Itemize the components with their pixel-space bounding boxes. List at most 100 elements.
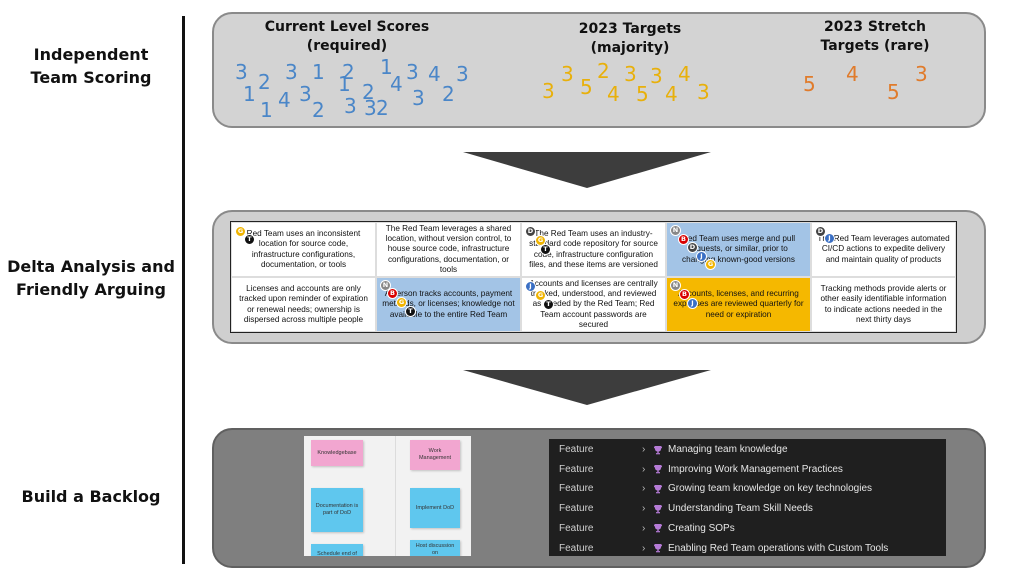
score-number: 3 xyxy=(364,96,377,120)
score-number: 4 xyxy=(390,72,403,96)
chevron-right-icon[interactable]: › xyxy=(642,522,646,534)
down-arrow-1 xyxy=(463,152,711,188)
voter-avatar: T xyxy=(244,234,255,245)
voter-avatar: G xyxy=(235,226,246,237)
score-number: 4 xyxy=(678,62,691,86)
maturity-cell-text: Tracking methods provide alerts or other… xyxy=(820,284,947,324)
feature-row[interactable]: Feature › Managing team knowledge xyxy=(549,440,946,459)
voter-avatar: J xyxy=(525,281,536,292)
voter-avatar: J xyxy=(696,251,707,262)
score-number: 3 xyxy=(299,82,312,106)
chevron-right-icon[interactable]: › xyxy=(642,463,646,475)
voter-avatar: B xyxy=(387,288,398,299)
score-number: 3 xyxy=(235,60,248,84)
sticky-note: Knowledgebase xyxy=(311,440,363,466)
score-number: 3 xyxy=(412,86,425,110)
chevron-right-icon[interactable]: › xyxy=(642,542,646,554)
voter-avatar: B xyxy=(679,289,690,300)
maturity-cell-text: A person tracks accounts, payment method… xyxy=(382,289,515,319)
feature-list: Feature › Managing team knowledge Featur… xyxy=(549,439,946,556)
maturity-cell: Accounts, licenses, and recurring expens… xyxy=(666,277,811,332)
voter-avatar: N xyxy=(670,280,681,291)
score-number: 4 xyxy=(278,88,291,112)
score-number: 3 xyxy=(697,80,710,104)
feature-title[interactable]: Improving Work Management Practices xyxy=(668,463,843,475)
score-number: 2 xyxy=(362,80,375,104)
voter-avatar: T xyxy=(543,299,554,310)
sticky-note: Schedule end of xyxy=(311,544,363,556)
maturity-table: Red Team uses an inconsistent location f… xyxy=(230,221,957,333)
chevron-right-icon[interactable]: › xyxy=(642,483,646,495)
maturity-cell: The Red Team leverages a shared location… xyxy=(376,222,521,277)
score-number: 2 xyxy=(342,60,355,84)
column-heading-current: Current Level Scores (required) xyxy=(264,19,430,54)
feature-title[interactable]: Understanding Team Skill Needs xyxy=(668,503,813,515)
sticky-note: Work Management xyxy=(410,440,460,470)
trophy-icon xyxy=(654,445,662,454)
score-number: 5 xyxy=(580,75,593,99)
chevron-right-icon[interactable]: › xyxy=(642,503,646,515)
score-number: 3 xyxy=(285,60,298,84)
voter-avatar: J xyxy=(824,233,835,244)
score-number: 3 xyxy=(542,79,555,103)
feature-type: Feature xyxy=(559,522,594,534)
feature-row[interactable]: Feature › Creating SOPs xyxy=(549,519,946,538)
maturity-cell-text: Accounts and licenses are centrally trac… xyxy=(529,279,658,329)
timeline-divider xyxy=(182,16,185,564)
voter-avatar: G xyxy=(535,290,546,301)
stage-label-backlog: Build a Backlog xyxy=(21,487,161,506)
maturity-cell-text: The Red Team leverages automated CI/CD a… xyxy=(817,234,950,264)
maturity-cell: Licenses and accounts are only tracked u… xyxy=(231,277,376,332)
maturity-cell-text: Red Team uses merge and pull requests, o… xyxy=(681,234,796,264)
score-number: 3 xyxy=(624,62,637,86)
sticky-note: Host discussion on xyxy=(410,540,460,556)
trophy-icon xyxy=(654,544,662,553)
feature-row[interactable]: Feature › Improving Work Management Prac… xyxy=(549,460,946,479)
maturity-cell-text: Licenses and accounts are only tracked u… xyxy=(239,284,368,324)
voter-avatar: B xyxy=(678,234,689,245)
score-number: 3 xyxy=(406,60,419,84)
maturity-cell: Accounts and licenses are centrally trac… xyxy=(521,277,666,332)
voter-avatar: D xyxy=(687,242,698,253)
score-number: 5 xyxy=(803,72,816,96)
score-number: 4 xyxy=(607,82,620,106)
feature-type: Feature xyxy=(559,483,594,495)
score-number: 3 xyxy=(650,64,663,88)
down-arrow-2 xyxy=(463,370,711,405)
feature-title[interactable]: Enabling Red Team operations with Custom… xyxy=(668,542,889,554)
score-number: 3 xyxy=(344,94,357,118)
stage-label-delta: Delta Analysis and Friendly Arguing xyxy=(7,257,175,299)
feature-type: Feature xyxy=(559,444,594,455)
trophy-icon xyxy=(654,465,662,474)
score-number: 2 xyxy=(376,96,389,120)
voter-avatar: G xyxy=(396,297,407,308)
chevron-right-icon[interactable]: › xyxy=(642,444,646,455)
score-number: 3 xyxy=(915,62,928,86)
feature-row[interactable]: Feature › Understanding Team Skill Needs xyxy=(549,499,946,518)
score-number: 4 xyxy=(665,82,678,106)
score-number: 3 xyxy=(456,62,469,86)
maturity-cell-text: Red Team uses an inconsistent location f… xyxy=(246,229,361,269)
voter-avatar: J xyxy=(687,298,698,309)
voter-avatar: G xyxy=(705,259,716,270)
maturity-cell: The Red Team uses an industry-standard c… xyxy=(521,222,666,277)
trophy-icon xyxy=(654,484,662,494)
maturity-cell-text: Accounts, licenses, and recurring expens… xyxy=(673,289,804,319)
feature-title[interactable]: Creating SOPs xyxy=(668,522,735,534)
voter-avatar: N xyxy=(670,225,681,236)
score-number: 2 xyxy=(312,98,325,122)
score-number: 4 xyxy=(428,62,441,86)
score-number: 2 xyxy=(442,82,455,106)
score-number: 5 xyxy=(636,82,649,106)
score-number: 3 xyxy=(561,62,574,86)
maturity-cell-text: The Red Team uses an industry-standard c… xyxy=(529,229,658,269)
column-heading-targets: 2023 Targets (majority) xyxy=(578,21,682,56)
board-divider xyxy=(395,436,396,556)
feature-title[interactable]: Managing team knowledge xyxy=(668,444,788,455)
maturity-cell: Red Team uses merge and pull requests, o… xyxy=(666,222,811,277)
feature-row[interactable]: Feature › Enabling Red Team operations w… xyxy=(549,539,946,558)
feature-row[interactable]: Feature › Growing team knowledge on key … xyxy=(549,479,946,498)
score-number: 4 xyxy=(846,62,859,86)
feature-title[interactable]: Growing team knowledge on key technologi… xyxy=(668,483,873,495)
